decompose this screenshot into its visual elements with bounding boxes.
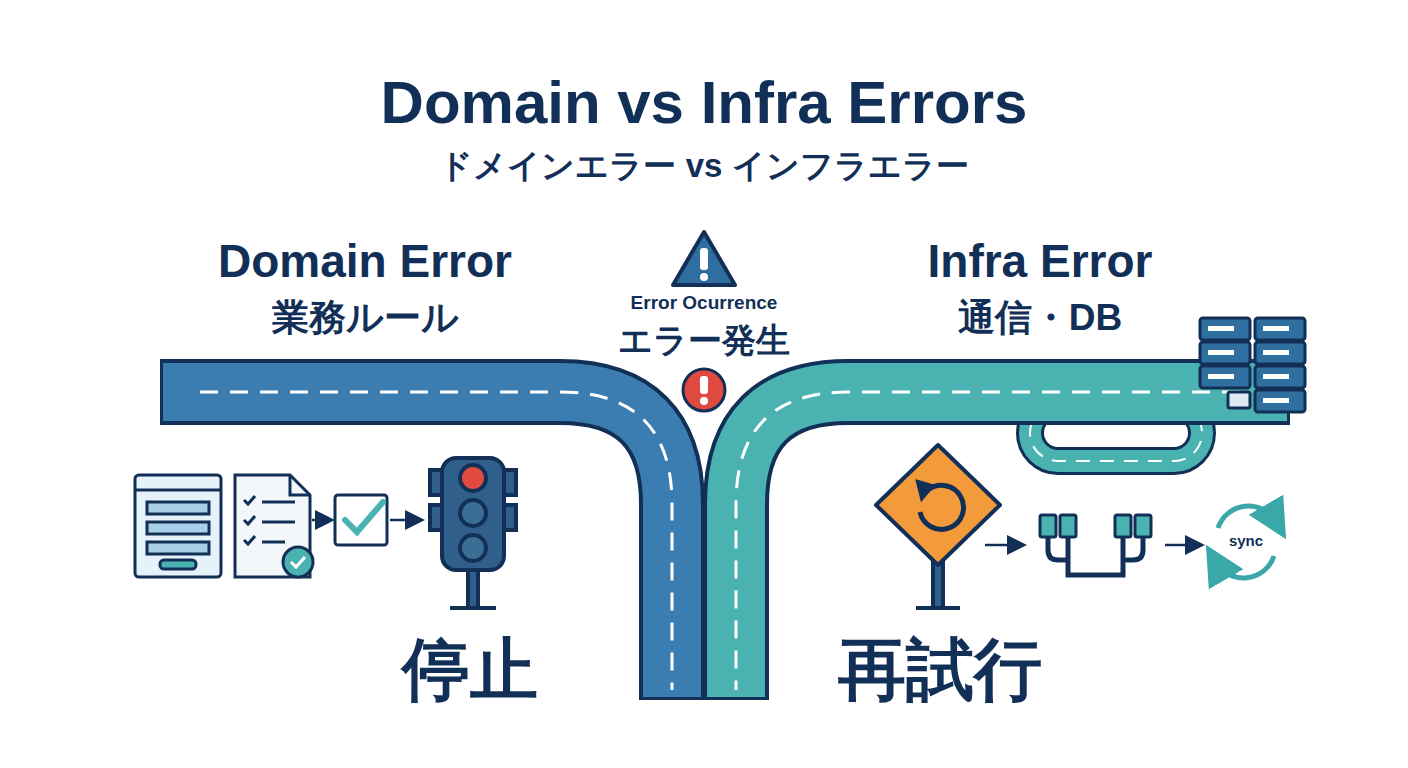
alert-icon [700,397,708,405]
sync-icon [1216,556,1274,578]
traffic-light [468,570,478,608]
server-icon [1228,392,1250,408]
server-lights [1263,350,1289,355]
retry-sign [876,445,1000,608]
checklist-icon [235,475,313,577]
outcome-label: 再試行 [790,632,1090,707]
sync-icon [1216,506,1276,578]
server-icon [1200,318,1250,340]
server-icon [1255,390,1305,412]
server-lights [1208,350,1234,355]
cable-icon [1060,515,1076,537]
retry-sign [918,482,932,498]
warning-icon [700,248,708,270]
cable-icon [1135,515,1151,537]
checklist-icon [291,557,305,567]
warning-icon [673,232,735,285]
warning-icon [700,273,708,281]
flow-arrow [312,519,330,522]
checklist-icon [283,547,313,577]
center-label: エラー発生 [574,322,834,359]
form-icon [160,560,196,569]
server-lights [1263,374,1289,379]
diagram-title: Domain vs Infra Errors [104,70,1304,136]
form-icon [135,489,221,492]
server-icon [1200,342,1250,364]
cable-icon [1040,515,1151,575]
server-icon [1255,318,1305,340]
server-lights [1263,326,1289,331]
retry-sign [916,606,960,610]
form-icon [135,475,221,577]
subtitle: ドメインエラー vs インフラエラー [204,148,1204,184]
traffic-light [460,500,486,526]
flow-arrow [985,544,1022,547]
branch-heading: Domain Error [105,236,625,287]
flow-arrow [1165,544,1200,547]
checkbox-icon [345,502,383,532]
form-icon [147,542,209,554]
traffic-light [430,458,516,608]
checkbox-icon [335,495,387,545]
server-icon [1255,342,1305,364]
flow-arrow [390,519,420,522]
branch-subheading: 通信・DB [840,298,1240,339]
form-icon [147,502,209,514]
server-lights [1263,398,1289,403]
warning-icon [673,232,735,285]
alert-icon [683,369,725,411]
center-label: Error Ocurrence [574,293,834,314]
sync-icon [1218,506,1276,528]
server-lights [1208,374,1234,379]
form-icon [147,522,209,534]
alert-icon [700,376,708,394]
server-icon [1255,366,1305,388]
traffic-light [460,465,486,491]
form-icon [135,475,221,577]
checklist-icon [290,475,310,495]
icon-text: sync [1216,533,1276,550]
cable-icon [1115,515,1131,537]
retry-sign [876,445,1000,565]
server-icon [1200,318,1305,412]
branch-heading: Infra Error [780,236,1300,287]
checklist-icon [244,496,255,544]
server-lights [1208,326,1234,331]
cable-icon [1040,515,1056,537]
outcome-label: 停止 [320,632,620,707]
cable-icon [1048,537,1143,575]
alert-icon [683,369,725,411]
traffic-light [442,458,504,570]
checklist-icon [262,502,295,542]
server-icon [1200,366,1250,388]
branch-subheading: 業務ルール [165,298,565,339]
traffic-light [450,606,496,610]
traffic-light [460,535,486,561]
checkbox-icon [335,495,387,545]
server-lights [1208,326,1289,403]
